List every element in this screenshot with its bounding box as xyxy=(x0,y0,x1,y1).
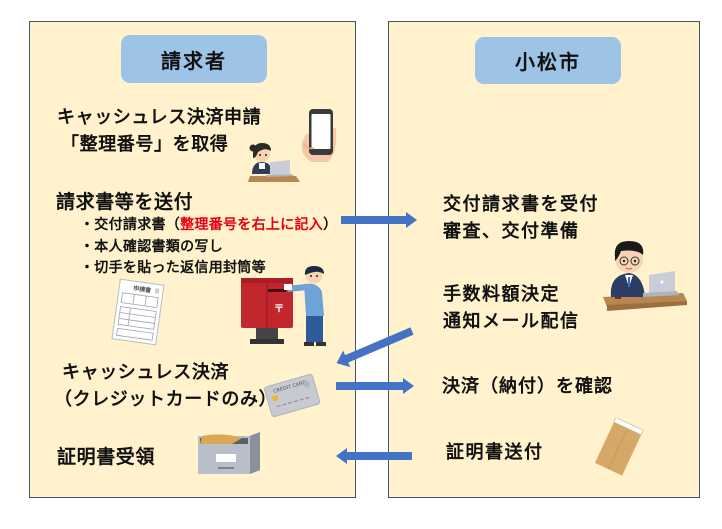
send-certificate: 証明書送付 xyxy=(446,442,544,463)
requester-title: 請求者 xyxy=(121,35,267,83)
send-documents-heading: 請求書等を送付 xyxy=(56,191,194,213)
woman-at-laptop-icon xyxy=(248,143,300,182)
apply-line-2: 「整理番号」を取得 xyxy=(61,134,229,155)
red-postbox-icon: 〒 xyxy=(241,278,293,344)
form-label: 申請書 xyxy=(133,284,152,294)
mailbox-icon xyxy=(198,432,260,474)
fee-line-2: 通知メール配信 xyxy=(443,311,580,332)
bullet-application-form: ・交付請求書（整理番号を右上に記入） xyxy=(80,216,337,234)
fee-line-1: 手数料額決定 xyxy=(443,284,560,305)
pay-line-2: （クレジットカードのみ） xyxy=(54,389,278,410)
smartphone-in-hand-icon xyxy=(301,109,336,162)
confirm-payment: 決済（納付）を確認 xyxy=(442,376,613,397)
boy-posting-letter-icon xyxy=(284,266,326,346)
bullet-suffix: ） xyxy=(323,217,338,233)
city-title: 小松市 xyxy=(475,37,621,84)
send-documents-arrow xyxy=(341,212,417,228)
fee-notice-arrow xyxy=(336,327,414,368)
certificate-delivery-arrow xyxy=(336,448,412,464)
credit-card-icon: CREDIT CARD xyxy=(264,374,321,417)
application-form-icon: 申請書 xyxy=(111,278,165,346)
bullet-highlight: 整理番号を右上に記入 xyxy=(180,217,324,233)
receive-certificate: 証明書受領 xyxy=(57,446,156,468)
payment-arrow xyxy=(336,378,414,394)
apply-line-1: キャッシュレス決済申請 xyxy=(57,107,262,128)
requester-panel xyxy=(29,21,356,498)
accept-line-2: 審査、交付準備 xyxy=(443,221,580,242)
bullet-return-envelope: ・切手を貼った返信用封筒等 xyxy=(80,260,266,276)
bullet-prefix: ・交付請求書（ xyxy=(80,217,181,233)
accept-line-1: 交付請求書を受付 xyxy=(443,194,599,215)
svg-text:〒: 〒 xyxy=(274,303,284,315)
envelope-icon xyxy=(594,418,644,476)
city-panel xyxy=(388,21,700,498)
bullet-id-copy: ・本人確認書類の写し xyxy=(80,239,223,255)
office-worker-at-laptop-icon xyxy=(603,241,687,311)
pay-line-1: キャッシュレス決済 xyxy=(62,362,230,383)
